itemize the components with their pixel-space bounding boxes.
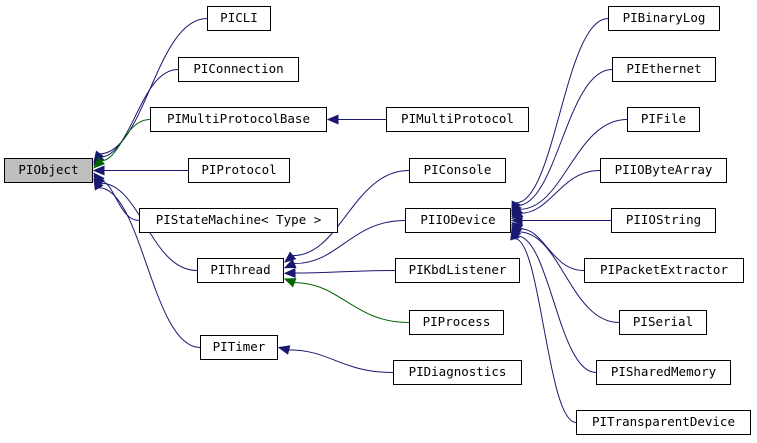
edge-pidiagnostics-to-pitimer: [288, 349, 394, 373]
node-pimultiprotocol[interactable]: PIMultiProtocol: [386, 107, 529, 132]
edge-piethernet-to-piiodevice: [517, 69, 613, 207]
node-pidiagnostics[interactable]: PIDiagnostics: [393, 360, 522, 385]
arrowhead-piiodevice-to-pithread: [283, 258, 297, 269]
arrowhead-pitimer-to-piobject: [93, 177, 104, 191]
node-pitimer[interactable]: PITimer: [200, 335, 278, 360]
edge-piiodevice-to-pithread: [294, 220, 406, 265]
edge-piprocess-to-pithread: [294, 282, 410, 323]
node-pifile[interactable]: PIFile: [627, 107, 700, 132]
arrowhead-piiobytearray-to-piiodevice: [510, 208, 524, 220]
arrowhead-piprocess-to-pithread: [283, 278, 297, 288]
node-piiodevice[interactable]: PIIODevice: [405, 208, 511, 233]
arrowhead-pimultiprotocol-to-pimultiprotocolbase: [326, 114, 339, 125]
node-piserial[interactable]: PISerial: [619, 310, 707, 335]
edge-pistatemachine-to-piobject: [100, 180, 140, 221]
edge-piiobytearray-to-piiodevice: [520, 170, 601, 214]
node-piconnection[interactable]: PIConnection: [178, 57, 299, 82]
arrowhead-piiostring-to-piiodevice: [510, 215, 523, 226]
edge-pipacketextractor-to-piiodevice: [520, 228, 585, 271]
edge-picli-to-piobject: [99, 18, 208, 155]
edge-piserial-to-piiodevice: [519, 231, 620, 323]
edge-piconnection-to-piobject: [100, 69, 179, 158]
node-pipacketextractor[interactable]: PIPacketExtractor: [584, 258, 744, 283]
edge-pikbdlistener-to-pithread: [294, 270, 396, 274]
node-pikbdlistener[interactable]: PIKbdListener: [395, 258, 520, 283]
edge-pibinarylog-to-piiodevice: [516, 18, 609, 204]
node-pithread[interactable]: PIThread: [197, 258, 284, 283]
arrowhead-pimultiprotocolbase-to-piobject: [93, 156, 105, 169]
node-piiobytearray[interactable]: PIIOByteArray: [600, 158, 727, 183]
node-pitransparentdevice[interactable]: PITransparentDevice: [576, 410, 751, 435]
node-pisharedmemory[interactable]: PISharedMemory: [596, 360, 731, 385]
node-piethernet[interactable]: PIEthernet: [612, 57, 716, 82]
node-piobject[interactable]: PIObject: [4, 158, 93, 183]
node-piiostring[interactable]: PIIOString: [611, 208, 716, 233]
edge-pisharedmemory-to-piiodevice: [516, 235, 597, 373]
arrowhead-pitransparentdevice-to-piiodevice: [510, 227, 520, 241]
arrowhead-pidiagnostics-to-pitimer: [277, 345, 291, 355]
arrowhead-piconsole-to-pithread: [283, 251, 297, 263]
node-picli[interactable]: PICLI: [207, 6, 271, 31]
node-pibinarylog[interactable]: PIBinaryLog: [608, 6, 720, 31]
node-piprotocol[interactable]: PIProtocol: [188, 158, 290, 183]
node-piconsole[interactable]: PIConsole: [409, 158, 506, 183]
node-pistatemachine[interactable]: PIStateMachine< Type >: [139, 208, 338, 233]
edge-pitransparentdevice-to-piiodevice: [514, 238, 577, 423]
edge-piconsole-to-pithread: [292, 170, 410, 257]
node-pimultiprotocolbase[interactable]: PIMultiProtocolBase: [150, 107, 327, 132]
edge-pimultiprotocolbase-to-piobject: [101, 119, 151, 162]
arrowhead-pikbdlistener-to-pithread: [283, 268, 296, 278]
node-piprocess[interactable]: PIProcess: [409, 310, 504, 335]
arrowhead-piprotocol-to-piobject: [92, 165, 105, 176]
edge-pitimer-to-piobject: [98, 187, 201, 348]
edge-pifile-to-piiodevice: [519, 119, 628, 210]
